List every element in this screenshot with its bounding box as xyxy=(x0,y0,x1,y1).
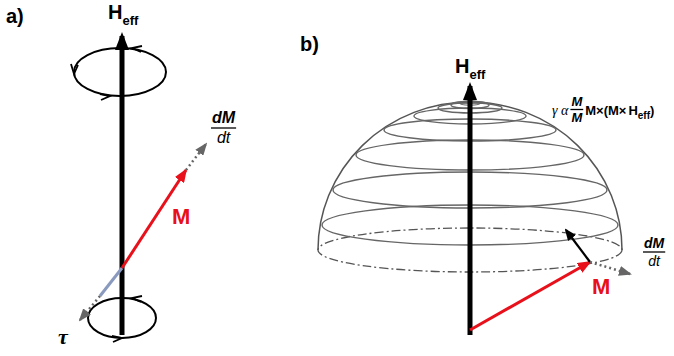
orbit-direction xyxy=(112,336,122,342)
field-arrow xyxy=(120,36,125,335)
panel-label: b) xyxy=(300,34,319,54)
cross-product: M×(M× xyxy=(585,104,626,117)
fraction-bar xyxy=(211,127,236,128)
fraction-numerator: M xyxy=(571,95,582,108)
derivative-numerator: dM xyxy=(644,236,664,250)
field-arrow xyxy=(468,86,473,335)
derivative-numerator: dM xyxy=(212,110,235,126)
orbit-direction xyxy=(132,296,142,302)
derivative-arrow xyxy=(590,262,630,274)
damping-coefficients: γ α xyxy=(552,104,568,118)
magnetization-arrow xyxy=(470,262,590,330)
damping-arrow xyxy=(566,230,590,262)
field-subscript: eff xyxy=(638,111,650,121)
torque-arrow xyxy=(100,268,122,296)
fraction-bar xyxy=(570,109,583,110)
torque-label: τ xyxy=(58,326,68,348)
field-subscript: eff xyxy=(122,14,138,27)
closing-bracket: ) xyxy=(650,104,654,117)
torque-arrow xyxy=(80,296,100,320)
panel-b-figure xyxy=(318,86,630,335)
orbit-direction xyxy=(132,46,142,52)
panel-label: a) xyxy=(6,6,24,26)
derivative-arrow xyxy=(186,144,206,170)
orbit-direction xyxy=(71,64,78,74)
field-subscript: eff xyxy=(469,68,485,81)
field-symbol: H xyxy=(455,56,469,76)
magnetization-label: M xyxy=(172,206,190,228)
fraction-denominator: M xyxy=(571,111,582,124)
derivative-denominator: dt xyxy=(217,130,230,146)
field-symbol: H xyxy=(108,2,122,22)
panel-a-figure xyxy=(71,36,206,342)
field-symbol: H xyxy=(628,104,637,117)
derivative-denominator: dt xyxy=(648,254,660,268)
orbit-direction xyxy=(100,94,110,100)
fraction-bar xyxy=(643,251,665,252)
magnetization-label: M xyxy=(592,276,610,298)
